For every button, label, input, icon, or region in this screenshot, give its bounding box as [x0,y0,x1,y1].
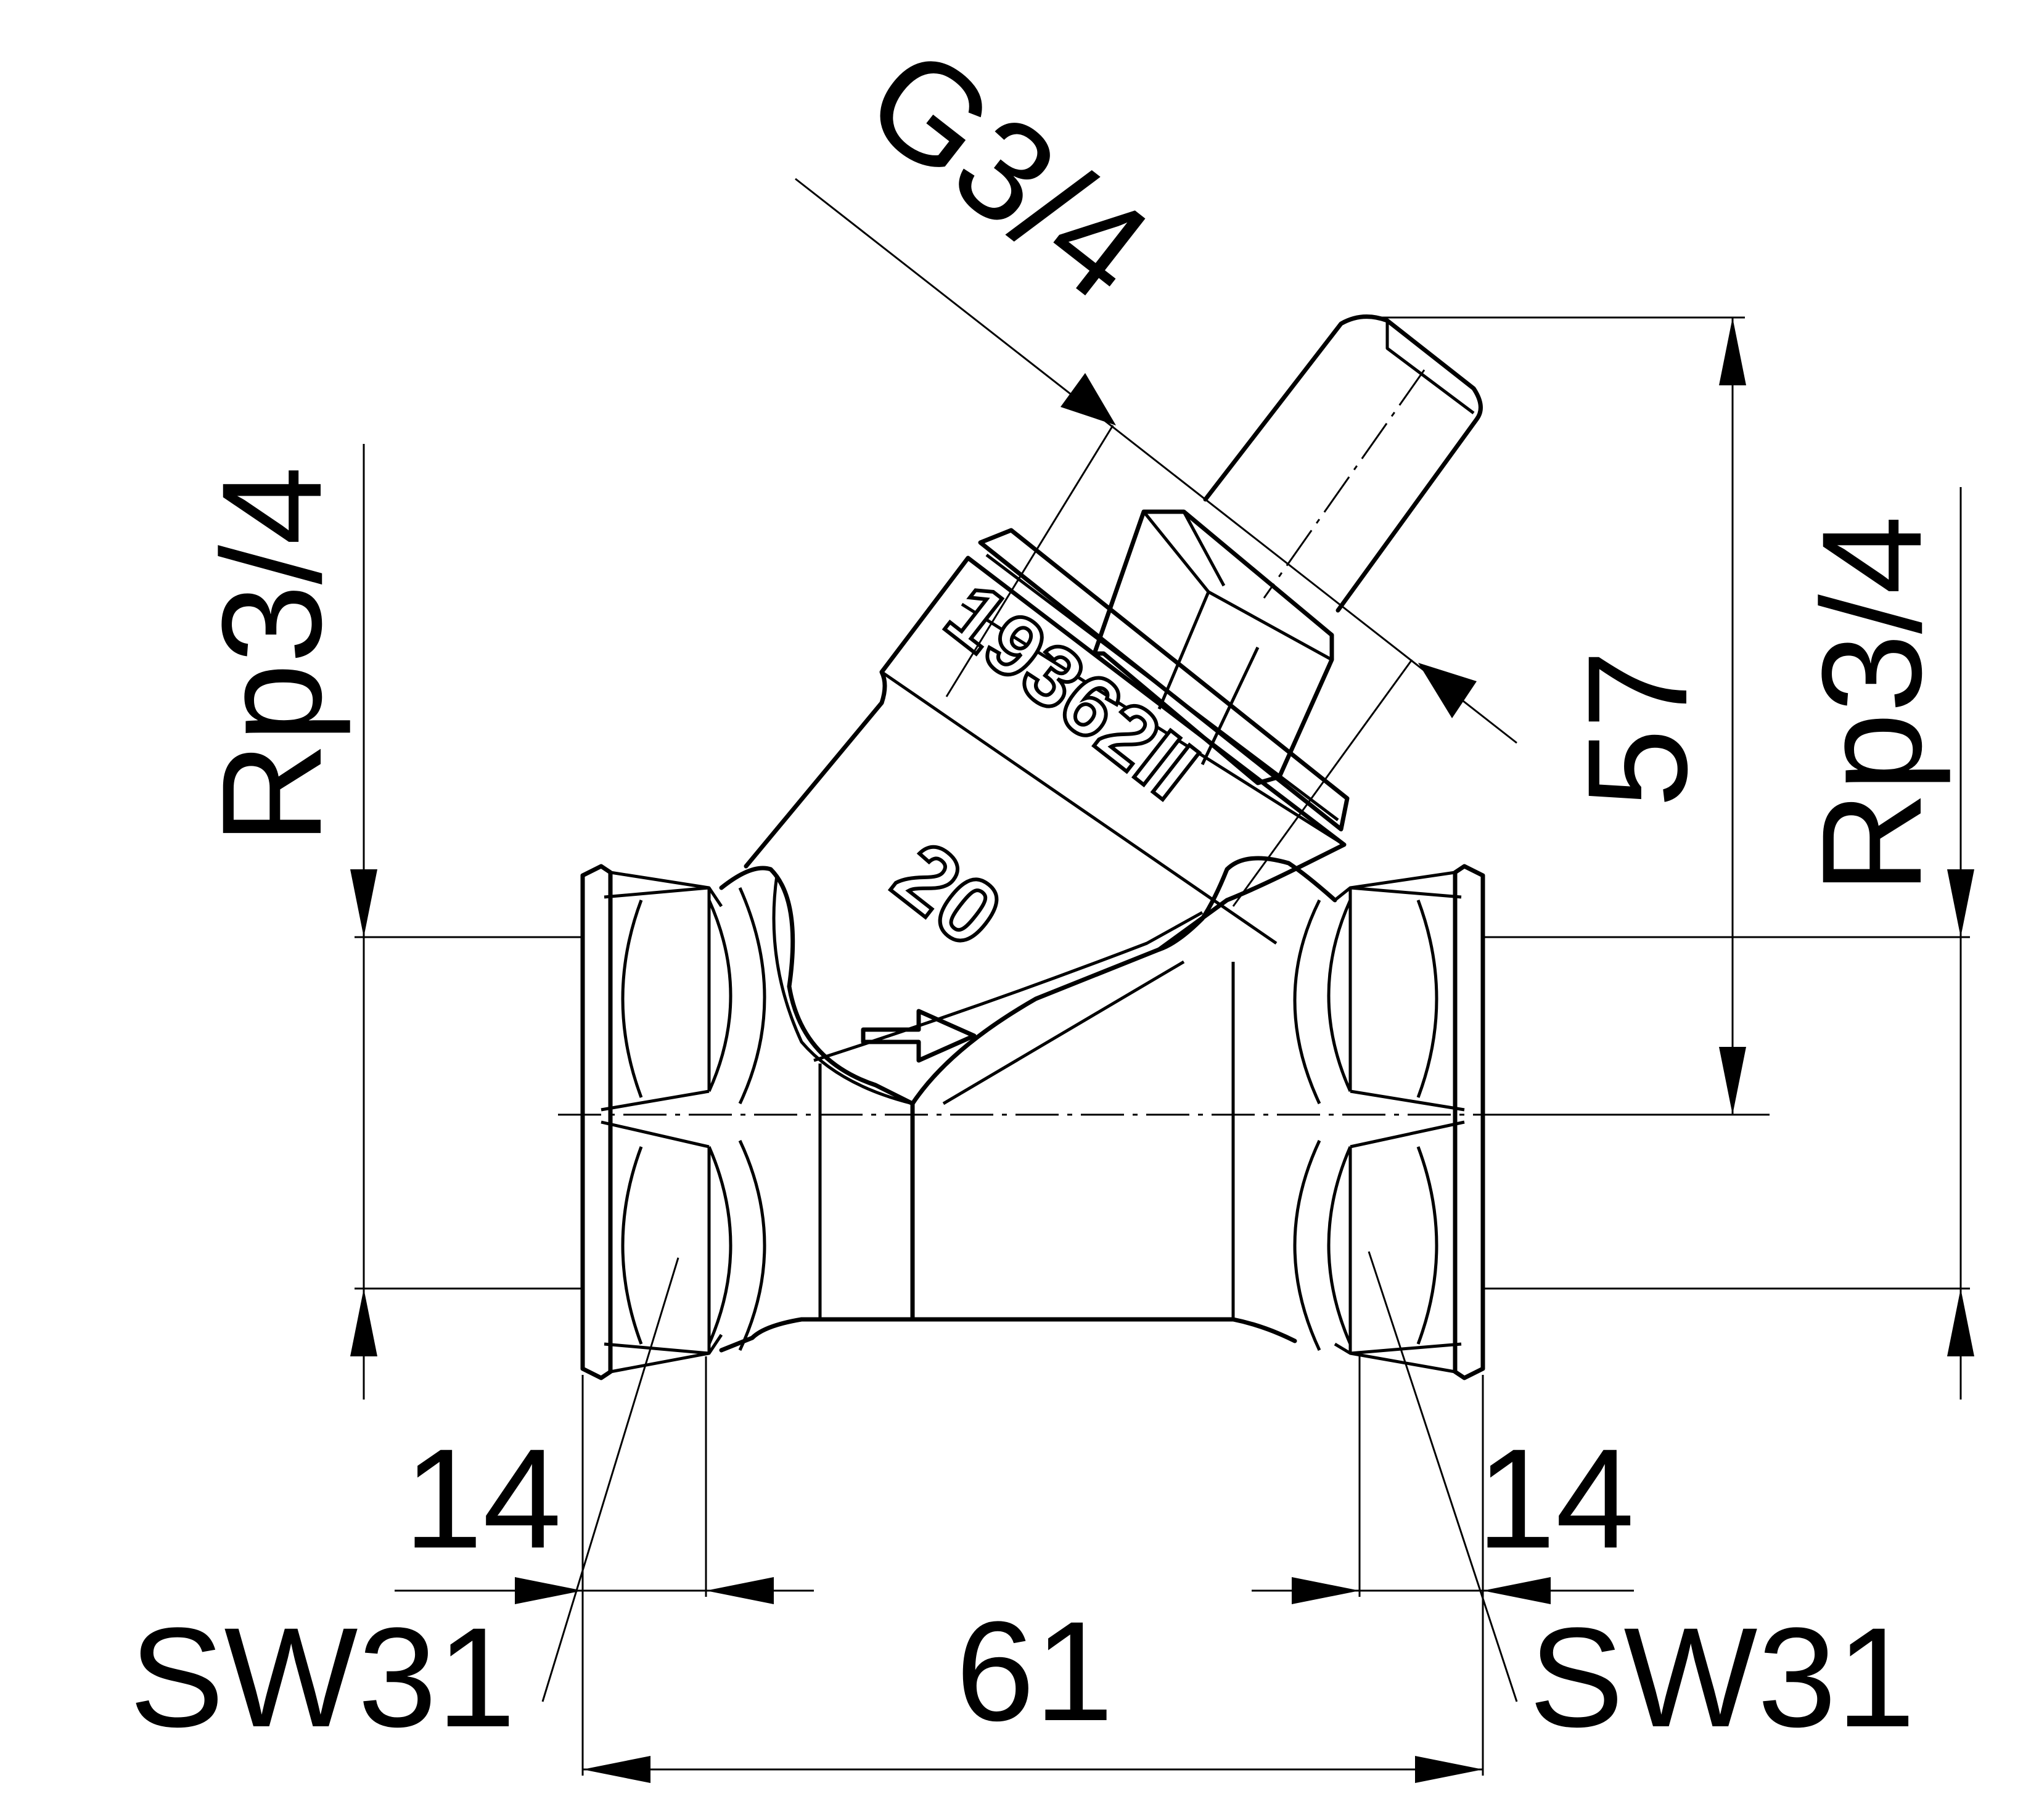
dim-wrench-left: SW31 [129,1257,679,1756]
dim-wrench-right: SW31 [1368,1251,1915,1756]
dim-rp34-right: Rp3/4 [1483,487,1974,1400]
left-hex-socket [601,886,710,1355]
body-markings: 19362II 20 [861,562,1217,1063]
label-wrench-left: SW31 [129,1598,515,1756]
right-hex-socket [1350,886,1465,1355]
nominal-size-marking: 20 [876,822,1020,967]
flow-arrow-icon [861,1009,977,1063]
label-thread-left: Rp3/4 [192,466,351,845]
label-wrench-right: SW31 [1529,1598,1915,1756]
label-thread-top: G3/4 [839,16,1178,330]
gland-collar [978,528,1350,832]
dim-length-61: 61 [583,1592,1483,1783]
dim-socket-right: 14 [1252,1356,1635,1776]
dim-rp34-left: Rp3/4 [192,444,583,1400]
label-socket-left: 14 [404,1419,562,1578]
label-thread-right: Rp3/4 [1792,515,1951,894]
label-height: 57 [1558,650,1717,808]
center-barrel [719,866,915,1353]
dim-socket-left: 14 [395,1356,814,1776]
dim-height-57: 57 [1356,316,1746,1116]
label-length: 61 [956,1592,1114,1750]
label-socket-right: 14 [1477,1419,1635,1578]
part-number-marking: 19362II [929,564,1216,818]
valve-body [580,314,1485,1380]
